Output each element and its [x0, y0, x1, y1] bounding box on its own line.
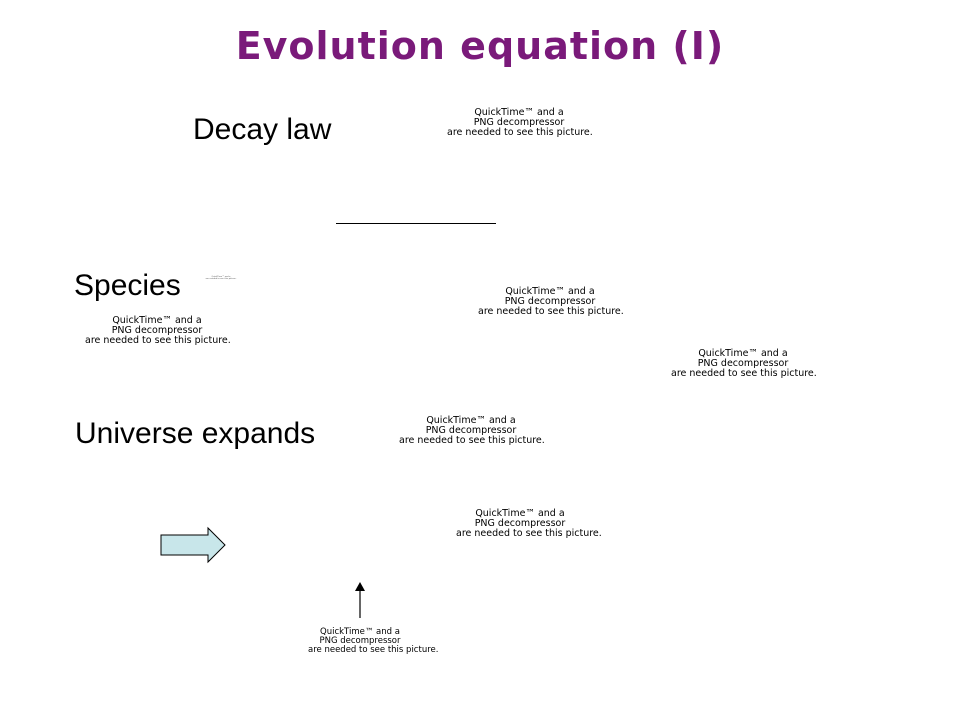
slide-title: Evolution equation (I)	[235, 24, 725, 68]
up-arrow-icon	[355, 582, 365, 618]
divider-line	[336, 223, 496, 224]
quicktime-placeholder-universe: QuickTime™ and a PNG decompressor are ne…	[399, 415, 545, 446]
quicktime-placeholder-arrow-target: QuickTime™ and a PNG decompressor are ne…	[456, 508, 602, 539]
quicktime-placeholder-decay: QuickTime™ and a PNG decompressor are ne…	[447, 107, 593, 138]
quicktime-placeholder-tiny: QuickTime™ and a are needed to see this …	[205, 276, 237, 281]
quicktime-placeholder-species-far-right: QuickTime™ and a PNG decompressor are ne…	[671, 348, 817, 379]
universe-expands-label: Universe expands	[75, 417, 316, 450]
right-arrow-icon	[160, 526, 226, 564]
quicktime-placeholder-species-left: QuickTime™ and a PNG decompressor are ne…	[85, 315, 231, 346]
decay-law-label: Decay law	[193, 113, 332, 146]
species-label: Species	[74, 269, 181, 302]
quicktime-placeholder-species-right: QuickTime™ and a PNG decompressor are ne…	[478, 286, 624, 317]
quicktime-placeholder-bottom: QuickTime™ and a PNG decompressor are ne…	[308, 627, 439, 655]
